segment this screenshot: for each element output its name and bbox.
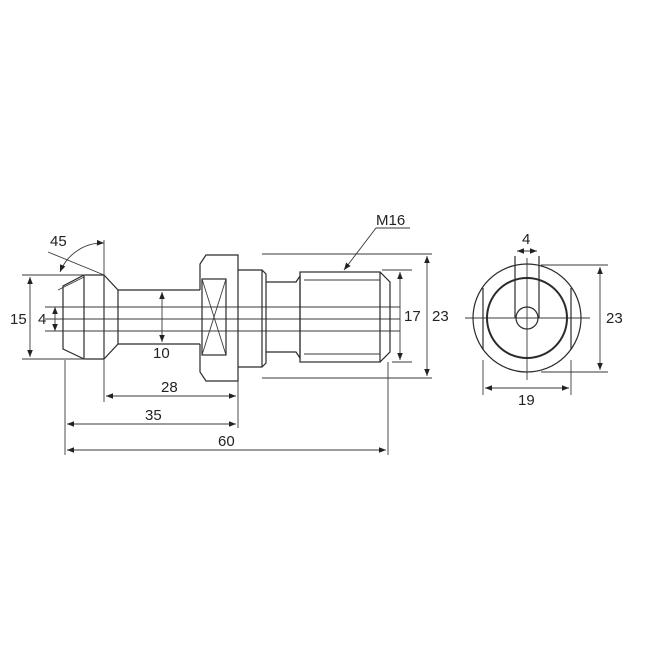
dim-across-flats: 19 xyxy=(518,392,535,409)
end-view-dimensions xyxy=(482,248,608,395)
side-view xyxy=(45,254,400,382)
dim-flange-23: 23 xyxy=(432,308,449,325)
thread-label: M16 xyxy=(376,212,405,229)
dim-length-35: 35 xyxy=(145,407,162,424)
side-view-labels: 45 15 4 10 28 35 60 17 23 M16 xyxy=(10,212,449,450)
dim-outer-diameter: 23 xyxy=(606,310,623,327)
extension-lines xyxy=(22,240,432,455)
end-view xyxy=(465,256,590,380)
dim-head-diameter: 15 xyxy=(10,311,27,328)
dim-length-28: 28 xyxy=(161,379,178,396)
angle-label: 45 xyxy=(50,233,67,250)
dim-slot-width: 4 xyxy=(522,231,530,248)
dim-thread-17: 17 xyxy=(404,308,421,325)
dim-neck-diameter: 10 xyxy=(153,345,170,362)
dim-overall-length: 60 xyxy=(218,433,235,450)
end-view-labels: 4 23 19 xyxy=(518,231,623,409)
dimension-lines xyxy=(27,227,430,453)
dim-bore-diameter: 4 xyxy=(38,311,46,328)
